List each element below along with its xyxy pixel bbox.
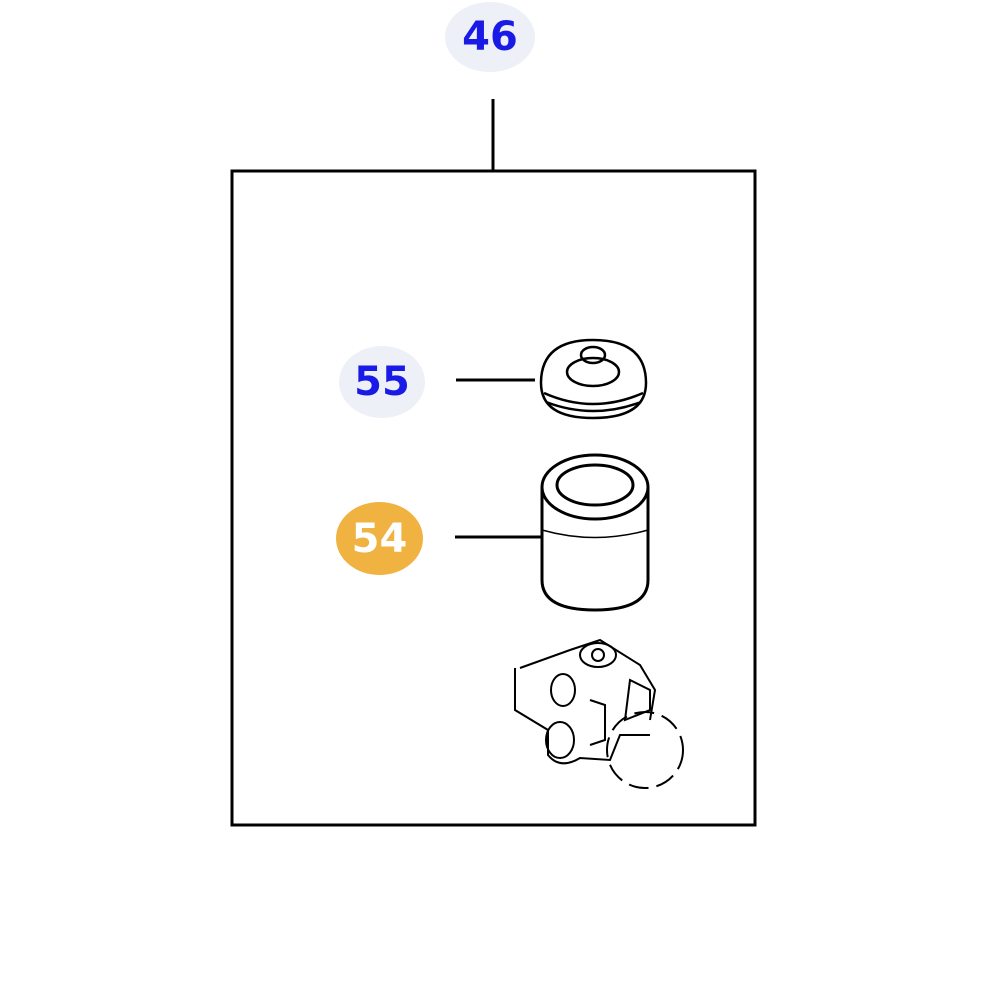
callout-55[interactable]: 55 (339, 346, 425, 418)
piston-part-54[interactable] (540, 453, 650, 612)
boot-part-55[interactable] (539, 338, 648, 420)
callout-46[interactable]: 46 (445, 2, 535, 72)
caliper-body (514, 638, 684, 789)
assembly-frame (230, 169, 757, 827)
callout-54[interactable]: 54 (336, 502, 423, 575)
